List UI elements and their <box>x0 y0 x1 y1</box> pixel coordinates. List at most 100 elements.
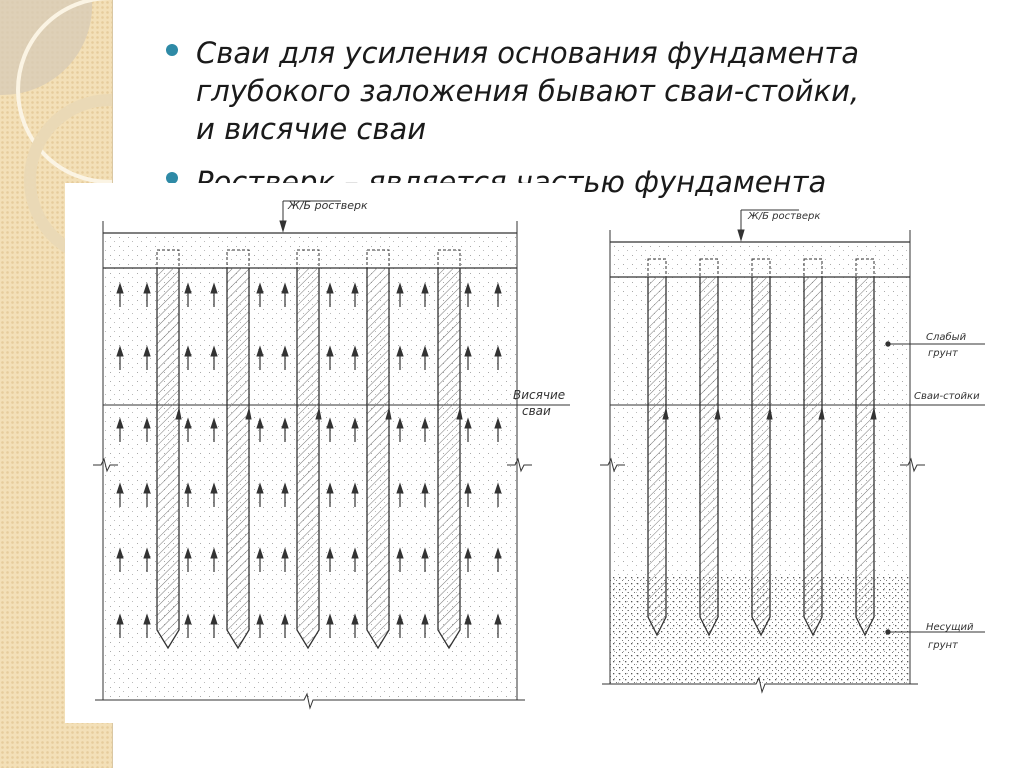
arrow-icon <box>737 229 745 242</box>
friction-arrow-icon <box>210 613 218 625</box>
weak-soil-label: Слабый <box>926 331 967 343</box>
friction-arrow-icon <box>421 282 429 294</box>
friction-arrow-icon <box>351 345 359 357</box>
friction-arrow-icon <box>326 613 334 625</box>
friction-arrow-icon <box>256 282 264 294</box>
pile-arrow-icon <box>315 408 322 420</box>
pile <box>156 268 180 650</box>
friction-arrow-icon <box>256 547 264 559</box>
friction-arrow-icon <box>281 482 289 494</box>
friction-arrow-icon <box>116 482 124 494</box>
friction-arrow-icon <box>396 613 404 625</box>
friction-arrow-icon <box>326 547 334 559</box>
pile <box>226 268 250 650</box>
friction-arrow-icon <box>210 282 218 294</box>
end-bearing-piles-label: Сваи-стойки <box>914 391 980 402</box>
right-drawing-end-bearing-piles <box>600 209 985 694</box>
friction-arrow-icon <box>116 547 124 559</box>
pile <box>751 277 771 637</box>
friction-arrow-icon <box>494 547 502 559</box>
friction-arrow-icon <box>464 345 472 357</box>
arrow-icon <box>279 220 287 233</box>
friction-arrow-icon <box>421 613 429 625</box>
friction-arrow-icon <box>464 613 472 625</box>
pile <box>366 268 390 650</box>
break-mark <box>93 457 118 473</box>
friction-arrow-icon <box>281 547 289 559</box>
grillage-label-left: Ж/Б ростверк <box>287 199 368 212</box>
friction-arrow-icon <box>396 482 404 494</box>
pile <box>803 277 823 637</box>
break-mark <box>900 457 925 473</box>
pile-arrow-icon <box>766 408 773 420</box>
bottom-break-line <box>602 676 918 694</box>
pile-arrow-icon <box>662 408 669 420</box>
pile <box>699 277 719 637</box>
friction-arrow-icon <box>184 547 192 559</box>
friction-arrow-icon <box>210 547 218 559</box>
pile-arrow-icon <box>175 408 182 420</box>
friction-arrow-icon <box>464 282 472 294</box>
grillage-label-right: Ж/Б ростверк <box>747 211 820 222</box>
pile <box>296 268 320 650</box>
bearing-soil-label: Несущий <box>926 622 974 633</box>
friction-arrow-icon <box>281 345 289 357</box>
friction-arrow-icon <box>116 345 124 357</box>
hanging-piles-label: сваи <box>522 404 551 418</box>
bullet-text-1: Сваи для усиления основания фундамента г… <box>196 34 859 148</box>
label-dot <box>885 341 891 347</box>
friction-arrow-icon <box>143 613 151 625</box>
friction-arrow-icon <box>494 417 502 429</box>
friction-arrow-icon <box>464 547 472 559</box>
friction-arrow-icon <box>351 613 359 625</box>
friction-arrow-icon <box>143 282 151 294</box>
friction-arrow-icon <box>326 417 334 429</box>
pile <box>855 277 875 637</box>
friction-arrow-icon <box>184 417 192 429</box>
label-dot <box>885 629 891 635</box>
friction-arrow-icon <box>351 417 359 429</box>
friction-arrow-icon <box>116 417 124 429</box>
friction-arrow-icon <box>256 345 264 357</box>
friction-arrow-icon <box>281 282 289 294</box>
friction-arrow-icon <box>494 345 502 357</box>
pile-arrow-icon <box>818 408 825 420</box>
pile <box>437 268 461 650</box>
bearing-soil-label: грунт <box>928 640 959 651</box>
friction-arrow-icon <box>396 345 404 357</box>
friction-arrow-icon <box>351 547 359 559</box>
friction-arrow-icon <box>210 417 218 429</box>
friction-arrow-icon <box>143 345 151 357</box>
bullet-dot <box>166 172 178 184</box>
weak-soil-label: грунт <box>928 348 959 359</box>
friction-arrow-icon <box>396 417 404 429</box>
friction-arrow-icon <box>421 547 429 559</box>
pile-arrow-icon <box>456 408 463 420</box>
friction-arrow-icon <box>256 482 264 494</box>
friction-arrow-icon <box>143 482 151 494</box>
friction-arrow-icon <box>143 547 151 559</box>
friction-arrow-icon <box>421 482 429 494</box>
friction-arrow-icon <box>256 613 264 625</box>
friction-arrow-icon <box>396 547 404 559</box>
friction-arrow-icon <box>464 417 472 429</box>
friction-arrow-icon <box>494 482 502 494</box>
pile-arrow-icon <box>245 408 252 420</box>
friction-arrow-icon <box>184 482 192 494</box>
friction-arrow-icon <box>421 345 429 357</box>
pile-arrow-icon <box>870 408 877 420</box>
friction-arrow-icon <box>396 282 404 294</box>
bullet-line: Сваи для усиления основания фундамента <box>196 36 860 70</box>
pile-arrow-icon <box>385 408 392 420</box>
bottom-break-line <box>95 692 525 710</box>
friction-arrow-icon <box>116 613 124 625</box>
friction-arrow-icon <box>184 613 192 625</box>
friction-arrow-icon <box>210 345 218 357</box>
pile <box>647 277 667 637</box>
left-drawing-hanging-piles <box>93 200 570 710</box>
friction-arrow-icon <box>351 282 359 294</box>
break-mark <box>600 457 625 473</box>
hanging-piles-label: Висячие <box>513 388 565 402</box>
friction-arrow-icon <box>326 282 334 294</box>
friction-arrow-icon <box>184 282 192 294</box>
